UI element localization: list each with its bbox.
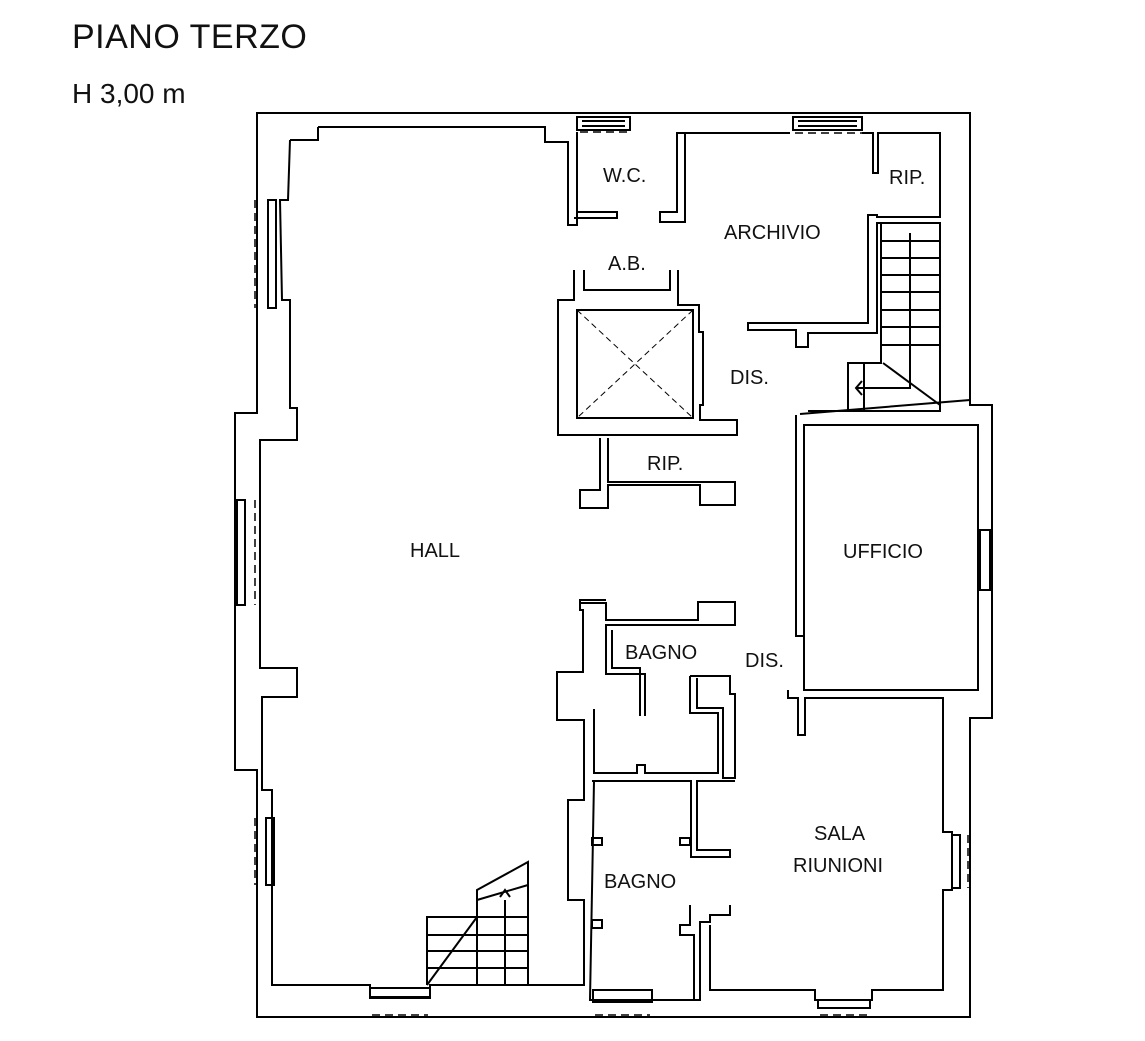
wc-wall xyxy=(574,132,790,223)
rip-top-wall xyxy=(747,132,941,348)
room-label-bagno-2: BAGNO xyxy=(604,871,676,893)
room-label-sala: SALA xyxy=(814,823,866,845)
elevator-cross xyxy=(576,309,694,419)
bagno-2-wall xyxy=(588,780,735,1001)
window-wc xyxy=(576,116,631,131)
ufficio-wall xyxy=(795,415,979,691)
hall-stair xyxy=(426,860,529,986)
sala-wall xyxy=(709,690,953,1001)
room-label-rip-top: RIP. xyxy=(889,167,925,189)
bagno-1-wall xyxy=(580,601,736,779)
room-label-ufficio: UFFICIO xyxy=(843,541,923,563)
floor-title: PIANO TERZO xyxy=(72,18,308,56)
rip-mid-wall xyxy=(579,438,736,509)
room-label-riunioni: RIUNIONI xyxy=(793,855,883,877)
room-label-wc: W.C. xyxy=(603,165,646,187)
stair xyxy=(847,222,941,412)
room-label-rip-mid: RIP. xyxy=(647,453,683,475)
floor-height: H 3,00 m xyxy=(72,78,186,109)
room-label-dis-bottom: DIS. xyxy=(745,650,784,672)
room-label-hall: HALL xyxy=(410,540,460,562)
window-ufficio xyxy=(979,529,991,591)
window-bottom xyxy=(369,987,653,1003)
elevator-shaft xyxy=(557,270,738,436)
window-hall-left xyxy=(236,199,277,886)
outer-wall xyxy=(234,112,993,1018)
window-sala xyxy=(817,834,961,1009)
room-label-ab: A.B. xyxy=(608,253,646,275)
window-archivio xyxy=(792,116,863,131)
room-label-dis-top: DIS. xyxy=(730,367,769,389)
hall-wall xyxy=(259,126,606,998)
room-label-archivio: ARCHIVIO xyxy=(724,222,821,244)
room-label-bagno-1: BAGNO xyxy=(625,642,697,664)
